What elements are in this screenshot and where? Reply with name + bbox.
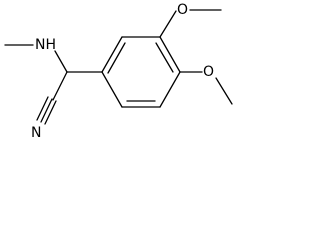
atom-label-nitrile-n: N bbox=[31, 125, 41, 141]
atom-label-o-bottom: O bbox=[203, 64, 214, 80]
ring-bond-4 bbox=[159, 71, 181, 108]
ring-bond-3 bbox=[159, 36, 181, 73]
atom-label-nh: NH bbox=[35, 37, 56, 53]
structure-canvas: NH O O N bbox=[0, 0, 246, 154]
bond-ring-o-top bbox=[159, 10, 177, 38]
atom-label-o-top: O bbox=[177, 2, 188, 18]
ring-bond-6 bbox=[101, 71, 123, 108]
bond-o-methyl-bottom bbox=[215, 77, 233, 105]
ring-bond-1-inner bbox=[107, 42, 126, 74]
bond-nitrile-1 bbox=[40, 98, 53, 123]
bond-n-alpha-carbon bbox=[54, 50, 68, 73]
bond-nitrile-3 bbox=[36, 96, 49, 121]
bond-nitrile-2 bbox=[44, 100, 57, 125]
molecule-structure: NH O O N bbox=[4, 2, 233, 141]
ring-bond-1 bbox=[101, 36, 123, 73]
ring-bond-3-inner bbox=[155, 42, 174, 73]
bond-alpha-nitrile-carbon bbox=[52, 71, 68, 101]
